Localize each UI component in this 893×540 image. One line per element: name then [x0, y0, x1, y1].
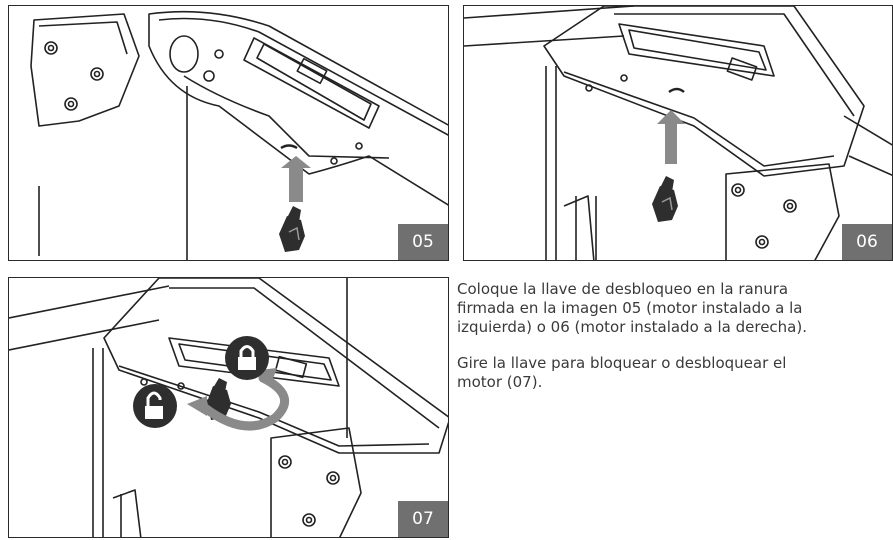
instruction-line: motor (07). — [457, 373, 543, 391]
figure-06: 06 — [463, 5, 893, 261]
rotate-arrow-icon — [187, 368, 290, 431]
instruction-paragraph-rotate: Gire la llave para bloquear o desbloquea… — [457, 354, 893, 392]
unlock-key-icon — [652, 176, 678, 222]
motor-illustration-left — [30, 10, 448, 260]
instruction-line: izquierda) o 06 (motor instalado a la de… — [457, 318, 807, 336]
figure-05: 05 — [8, 5, 449, 261]
instruction-text: Coloque la llave de desbloqueo en la ran… — [457, 280, 893, 409]
instruction-line: Gire la llave para bloquear o desbloquea… — [457, 354, 787, 372]
unlock-key-icon — [279, 206, 305, 252]
motor-illustration-rotate — [9, 278, 448, 537]
instruction-paragraph-insert: Coloque la llave de desbloqueo en la ran… — [457, 280, 893, 337]
motor-illustration-right — [464, 6, 892, 260]
instruction-line: firmada en la imagen 05 (motor instalado… — [457, 299, 803, 317]
figure-number-badge: 07 — [398, 501, 448, 537]
figure-number-badge: 05 — [398, 224, 448, 260]
lock-open-icon — [133, 384, 177, 428]
lock-closed-icon — [225, 336, 269, 380]
up-arrow-icon — [657, 110, 685, 164]
figure-number-badge: 06 — [842, 224, 892, 260]
up-arrow-icon — [281, 156, 311, 202]
figure-07: 07 — [8, 277, 449, 538]
instruction-line: Coloque la llave de desbloqueo en la ran… — [457, 280, 789, 298]
